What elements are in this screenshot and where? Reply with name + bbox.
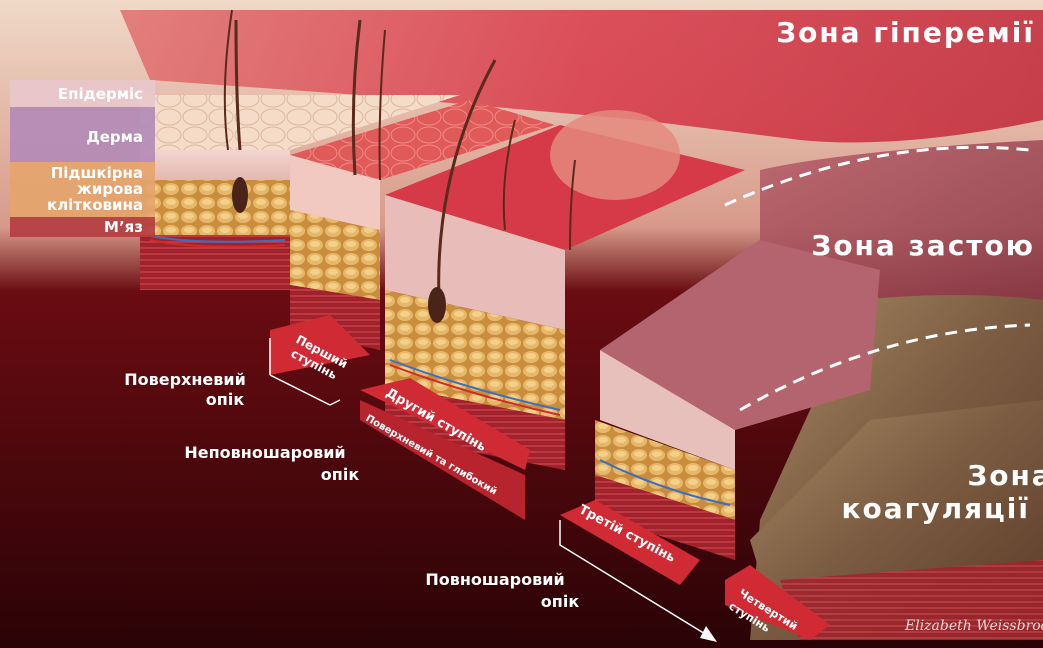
burn-type-full-line2: опік: [541, 592, 580, 611]
label-subcutis-line3: клітковина: [47, 196, 143, 214]
zone-stasis-title: Зона застою: [811, 229, 1035, 262]
burn-type-partial-line1: Неповношаровий: [184, 443, 345, 462]
burn-type-superficial-line2: опік: [206, 390, 245, 409]
layer-legend: Епідерміс Дерма Підшкірна жирова клітков…: [10, 80, 155, 237]
burn-type-full-line1: Повношаровий: [425, 570, 564, 589]
zone-coagulation-title-line2: коагуляції: [842, 492, 1030, 525]
zone-hyperemia-title: Зона гіперемії: [776, 16, 1035, 49]
burn-type-superficial-line1: Поверхневий: [124, 370, 246, 389]
label-muscle: М’яз: [104, 218, 143, 236]
burn-type-partial-line2: опік: [321, 465, 360, 484]
zone-coagulation-title-line1: Зона: [967, 459, 1043, 492]
label-epidermis: Епідерміс: [58, 85, 143, 103]
blister: [550, 110, 680, 200]
artist-signature: Elizabeth Weissbrod: [904, 618, 1043, 634]
label-dermis: Дерма: [86, 128, 143, 146]
